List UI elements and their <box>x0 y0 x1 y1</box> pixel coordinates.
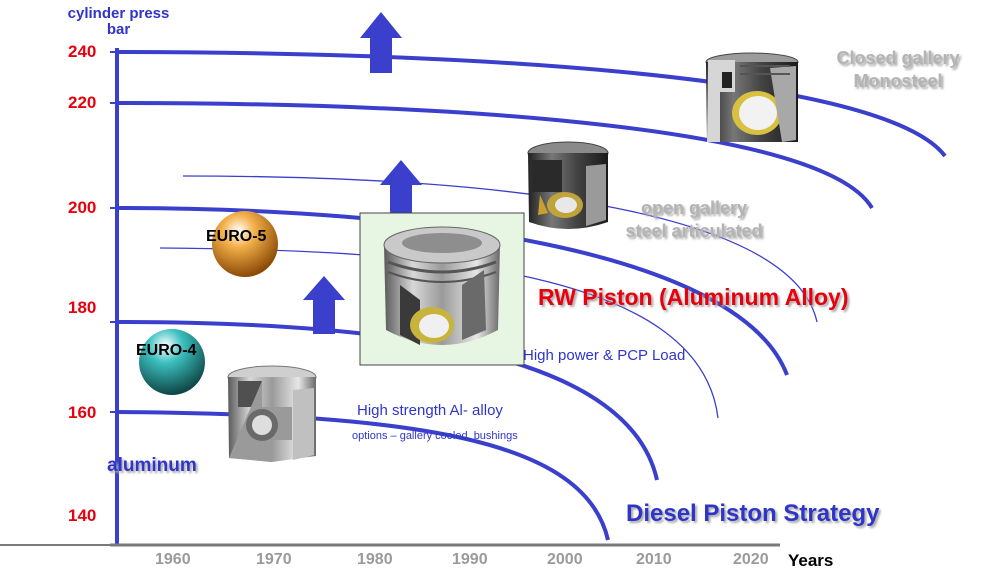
closed-gallery-piston-image <box>705 52 799 142</box>
y-axis-title-line2: bar <box>106 21 131 38</box>
y-tick-240: 240 <box>68 42 97 61</box>
open-gallery-line1: open gallery <box>640 198 748 218</box>
rw-piston-image <box>383 226 501 345</box>
x-axis-title: Years <box>788 551 834 570</box>
strategy-curves <box>116 50 947 541</box>
euro4-ball <box>139 329 205 395</box>
y-tick-marks <box>110 51 117 413</box>
options-label: options – gallery cooled, bushings <box>352 430 518 442</box>
curve-240 <box>116 50 947 158</box>
x-tick-1980: 1980 <box>357 551 393 568</box>
aluminum-piston-image <box>227 365 317 462</box>
high-power-label: High power & PCP Load <box>523 347 686 364</box>
y-tick-140: 140 <box>68 506 97 525</box>
y-tick-220: 220 <box>68 93 97 112</box>
euro5-label: EURO-5 <box>206 228 267 245</box>
curve-200 <box>116 206 789 376</box>
closed-gallery-label: Closed gallery Monosteel <box>812 47 984 93</box>
high-strength-label: High strength Al- alloy <box>357 402 503 419</box>
y-tick-180: 180 <box>68 298 97 317</box>
up-arrow-icon <box>303 12 422 334</box>
y-axis-title-line1: cylinder press <box>67 5 170 22</box>
x-tick-2010: 2010 <box>636 551 672 568</box>
x-tick-1990: 1990 <box>452 551 488 568</box>
rw-piston-label: RW Piston (Aluminum Alloy) <box>538 284 849 310</box>
diesel-piston-strategy-title: Diesel Piston Strategy <box>626 500 880 527</box>
open-gallery-line2: steel articulated <box>625 221 763 241</box>
x-tick-2000: 2000 <box>547 551 583 568</box>
open-gallery-piston-image <box>527 141 609 229</box>
closed-gallery-line1: Closed gallery <box>836 48 960 68</box>
euro5-ball <box>212 211 278 277</box>
y-tick-200: 200 <box>68 198 97 217</box>
euro4-label: EURO-4 <box>136 342 197 359</box>
aluminum-label: aluminum <box>107 455 197 476</box>
x-tick-1970: 1970 <box>256 551 292 568</box>
open-gallery-label: open gallery steel articulated <box>604 197 784 243</box>
y-axis-title: cylinder press bar <box>56 6 181 38</box>
curve-220 <box>116 101 874 210</box>
x-tick-1960: 1960 <box>155 551 191 568</box>
y-tick-160: 160 <box>68 403 97 422</box>
x-tick-2020: 2020 <box>733 551 769 568</box>
closed-gallery-line2: Monosteel <box>853 71 943 91</box>
